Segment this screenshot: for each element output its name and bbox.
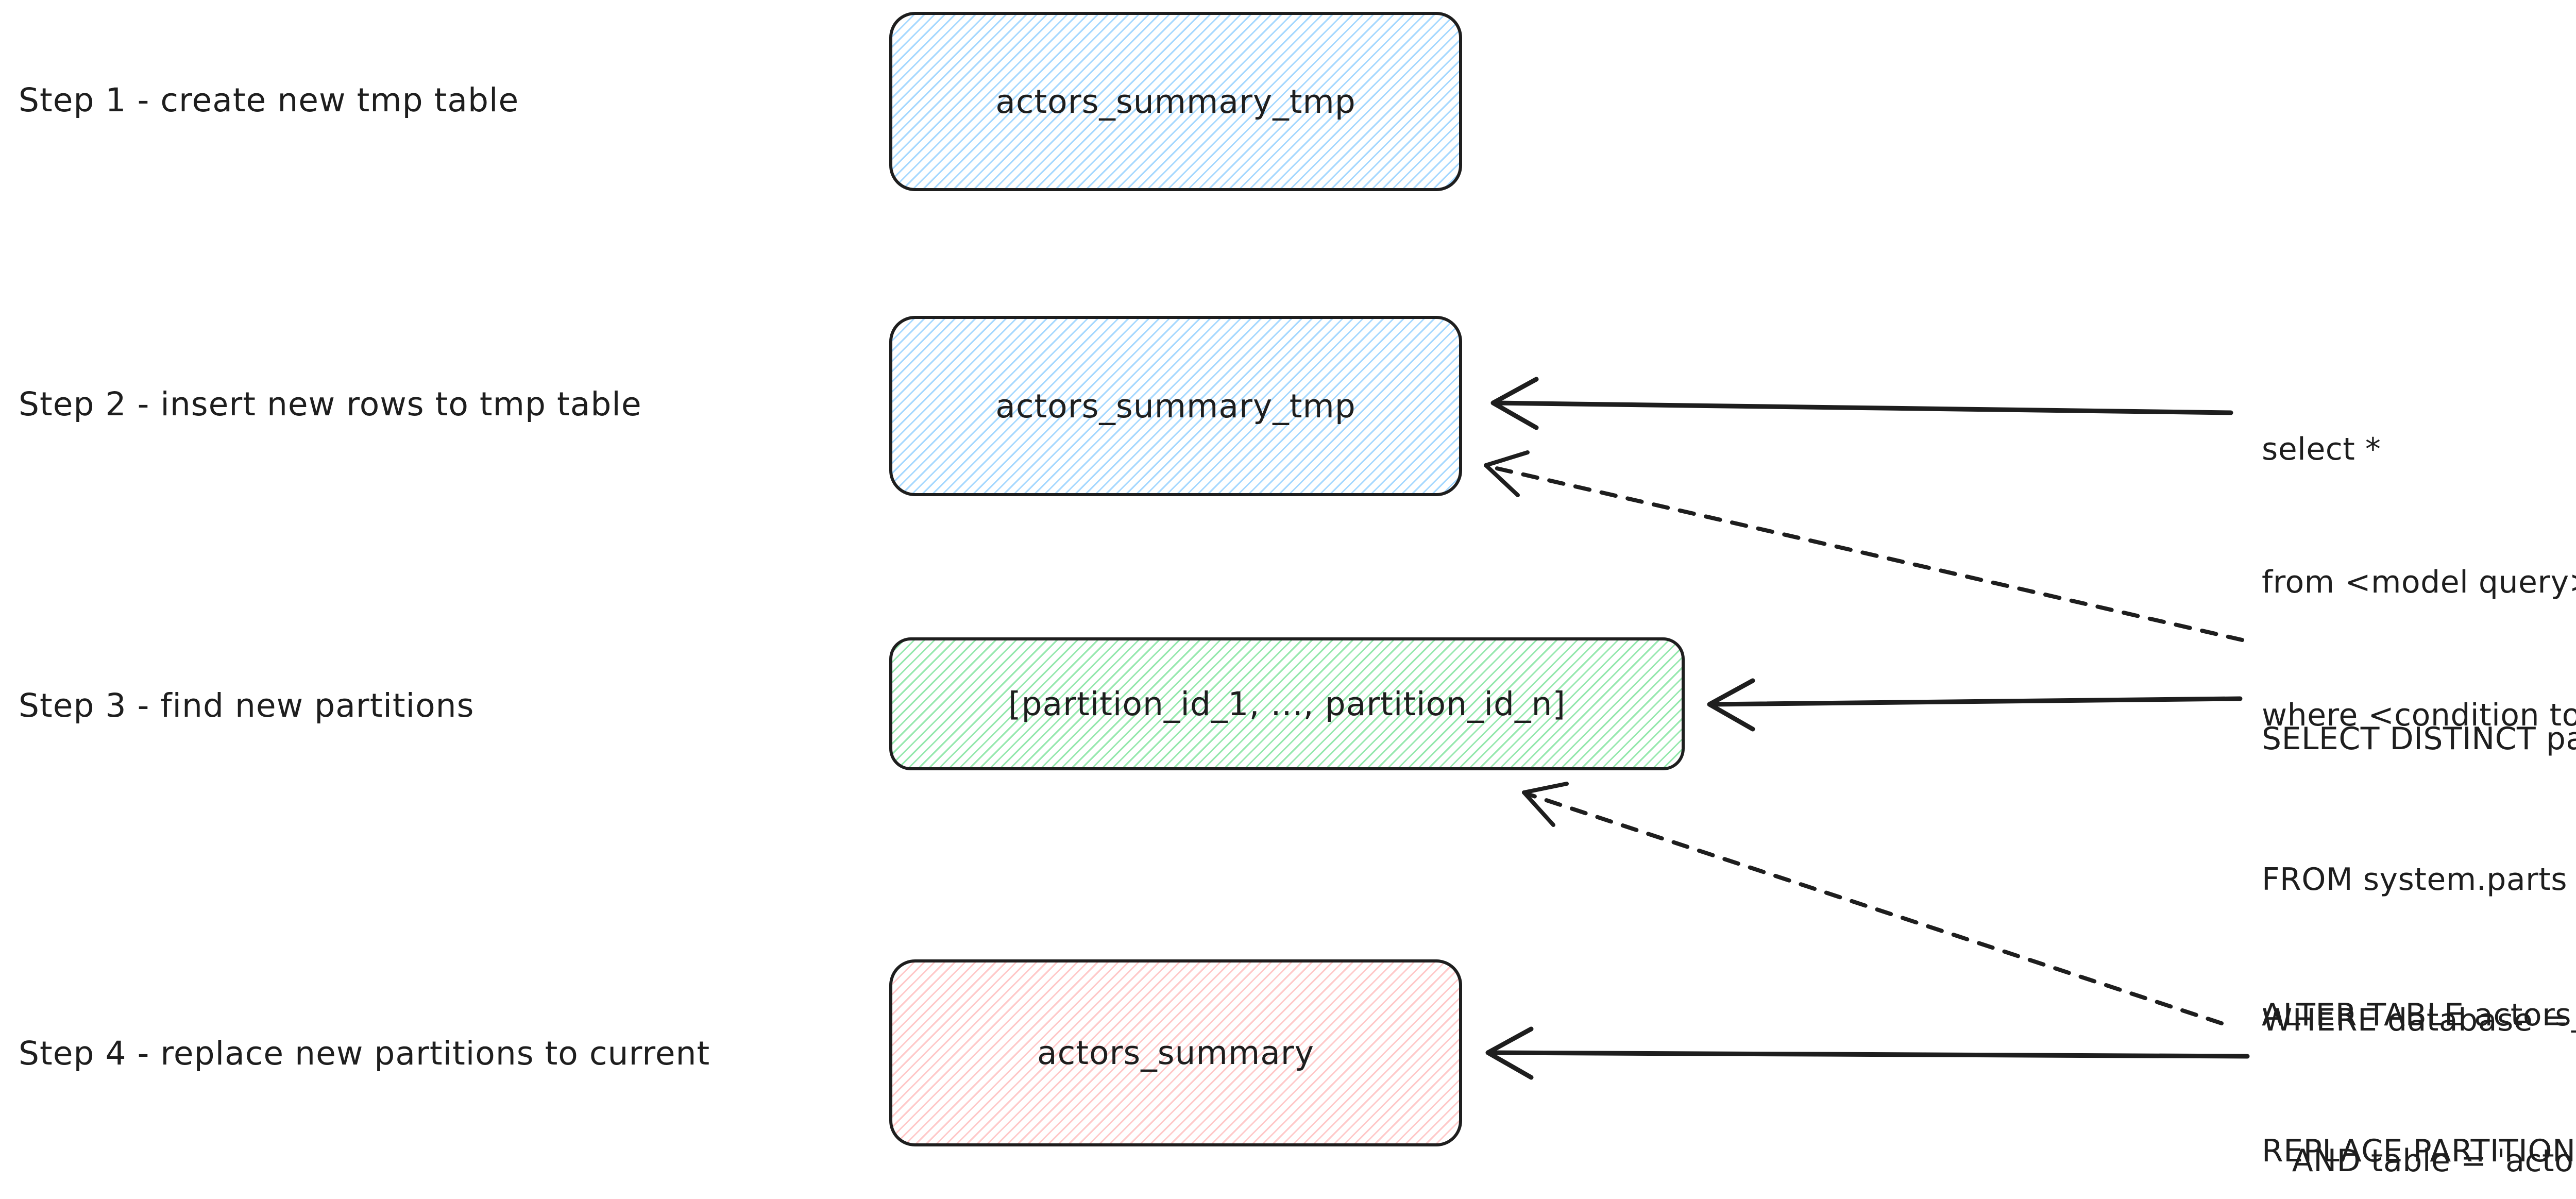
arrow-replace-sql-to-current-table — [1485, 1026, 2250, 1080]
code-line: SELECT DISTINCT partition_id — [2262, 721, 2576, 757]
node-tmp-table-step2-label: actors_summary_tmp — [995, 387, 1356, 425]
code-line: WHERE database = <database> — [2262, 1002, 2569, 1038]
node-partition-list[interactable]: [partition_id_1, ..., partition_id_n] — [889, 637, 1685, 770]
dashed-arrow-replace-sql-to-partition-list — [1522, 782, 2224, 1025]
node-current-table[interactable]: actors_summary — [889, 959, 1462, 1146]
step-3-label: Step 3 - find new partitions — [19, 687, 474, 724]
dashed-arrow-find-sql-to-tmp-table — [1484, 450, 2244, 642]
node-current-table-label: actors_summary — [1037, 1034, 1314, 1072]
code-line: from <model query> — [2262, 564, 2576, 600]
code-line: where <condition to identify new> — [2262, 697, 2576, 733]
step-2-label: Step 2 - insert new rows to tmp table — [19, 385, 642, 423]
node-tmp-table-step2[interactable]: actors_summary_tmp — [889, 316, 1462, 496]
step-4-label: Step 4 - replace new partitions to curre… — [19, 1035, 710, 1072]
arrow-insert-sql-to-tmp-table — [1490, 377, 2233, 430]
node-tmp-table-step1-label: actors_summary_tmp — [995, 82, 1356, 121]
find-partitions-query-code: SELECT DISTINCT partition_id FROM system… — [2262, 622, 2576, 1199]
code-line: select * — [2262, 431, 2381, 467]
code-line: AND table = 'actors_summary_tmp' — [2292, 1143, 2576, 1179]
node-tmp-table-step1[interactable]: actors_summary_tmp — [889, 12, 1462, 191]
node-partition-list-label: [partition_id_1, ..., partition_id_n] — [1008, 685, 1566, 723]
insert-query-code: select * from <model query> where <condi… — [2262, 339, 2576, 826]
step-1-label: Step 1 - create new tmp table — [19, 81, 519, 119]
code-line: REPLACE PARTITION partition_id_1 — [2262, 1133, 2576, 1169]
arrow-find-sql-to-partition-list — [1707, 678, 2243, 732]
code-line: ALTER TABLE actors_summary — [2262, 997, 2576, 1033]
replace-partitions-query-code: ALTER TABLE actors_summary REPLACE PARTI… — [2262, 902, 2576, 1199]
code-line: FROM system.parts — [2262, 862, 2568, 898]
